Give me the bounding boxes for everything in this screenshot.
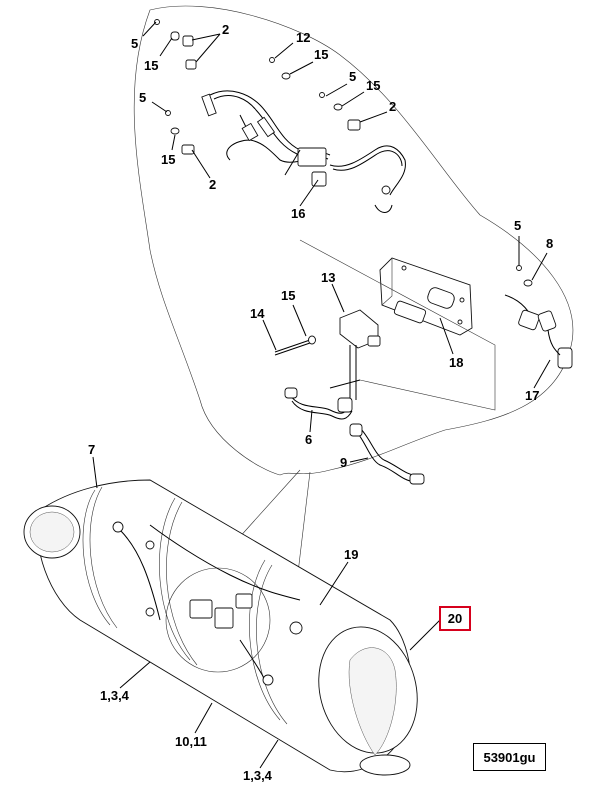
callout-labels: 5 15 2 12 15 5 15 2 5 15 2 16 5 8 13 15 … (88, 22, 553, 783)
callout-1-3-4b: 1,3,4 (243, 768, 273, 783)
callout-5a: 5 (131, 36, 138, 51)
leader-lines (92, 21, 551, 769)
callout-2c: 2 (209, 177, 216, 192)
callout-18: 18 (449, 355, 463, 370)
callout-19: 19 (344, 547, 358, 562)
callout-14: 14 (250, 306, 265, 321)
callout-2a: 2 (222, 22, 229, 37)
tube-assembly-6 (284, 379, 361, 420)
callout-13: 13 (321, 270, 335, 285)
callout-12: 12 (296, 30, 310, 45)
callout-9: 9 (340, 455, 347, 470)
callout-10-11: 10,11 (175, 734, 207, 749)
harness-connector (504, 294, 573, 369)
reference-code-label: 53901gu (473, 743, 546, 771)
callout-1-3-4a: 1,3,4 (100, 688, 130, 703)
mounting-bracket (379, 257, 473, 336)
callout-5c: 5 (139, 90, 146, 105)
aftertreatment-canister (23, 479, 418, 776)
callout-2b: 2 (389, 99, 396, 114)
wiring-harness (201, 90, 406, 213)
callout-8: 8 (546, 236, 553, 251)
callout-15d: 15 (161, 152, 175, 167)
callout-17: 17 (525, 388, 539, 403)
callout-7: 7 (88, 442, 95, 457)
highlighted-callout-20[interactable]: 20 (439, 606, 471, 631)
bubble-reference-lines (299, 239, 496, 411)
detail-bubble-outline (133, 5, 574, 476)
magnified-area-circle (165, 567, 271, 673)
callout-16: 16 (291, 206, 305, 221)
callout-5b: 5 (349, 69, 356, 84)
tube-assembly-9 (349, 423, 425, 485)
callout-15e: 15 (281, 288, 295, 303)
callout-15c: 15 (366, 78, 380, 93)
callout-6: 6 (305, 432, 312, 447)
callout-15a: 15 (144, 58, 158, 73)
fasteners-top (154, 19, 533, 356)
callout-5d: 5 (514, 218, 521, 233)
pressure-sensor (339, 309, 381, 400)
callout-15b: 15 (314, 47, 328, 62)
